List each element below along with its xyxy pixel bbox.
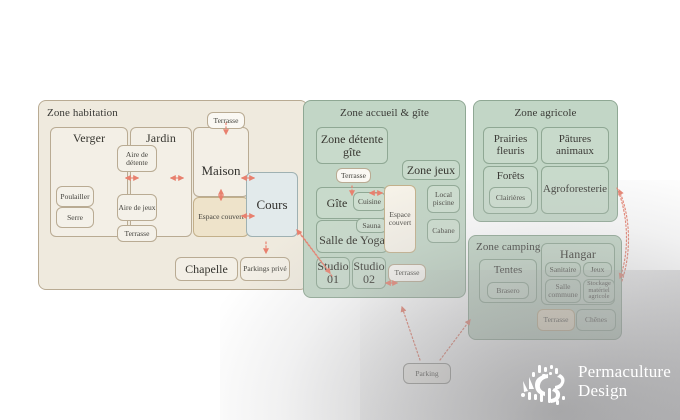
- brasero-box[interactable]: Brasero: [487, 282, 529, 299]
- cabane-label: Cabane: [432, 226, 455, 236]
- prairies-fleuris-box[interactable]: Prairies fleuris: [483, 127, 538, 164]
- cuisine-label: Cuisine: [358, 196, 381, 206]
- sauna-label: Sauna: [362, 220, 381, 230]
- hangar-jeux-box[interactable]: Jeux: [583, 262, 612, 277]
- parking-box[interactable]: Parking: [403, 363, 451, 384]
- studio-01-label: Studio 01: [317, 259, 349, 286]
- espace-couvert-accueil-box[interactable]: Espace couvert: [384, 185, 416, 253]
- cabane-box[interactable]: Cabane: [427, 219, 460, 243]
- clairieres-box[interactable]: Clairières: [489, 187, 532, 208]
- stockage-materiel-label: Stockage matériel agricole: [587, 279, 611, 301]
- verger-title: Verger: [72, 131, 106, 145]
- jardin-terrasse-box[interactable]: Terrasse: [117, 225, 157, 242]
- chenes-label: Chênes: [584, 315, 608, 325]
- patures-animaux-box[interactable]: Pâtures animaux: [541, 127, 609, 164]
- studio-01-box[interactable]: Studio 01: [316, 257, 350, 289]
- sauna-box[interactable]: Sauna: [356, 218, 387, 233]
- brand-line-2: Design: [578, 381, 628, 400]
- accueil-terrasse-bas-label: Terrasse: [394, 268, 420, 278]
- zone-habitation-title: Zone habitation: [47, 107, 118, 119]
- aire-de-jeux-label: Aire de jeux: [118, 202, 156, 212]
- brand-name: Permaculture Design: [578, 362, 671, 400]
- zone-jeux-box[interactable]: Zone jeux: [402, 160, 460, 180]
- prairies-fleuris-label: Prairies fleuris: [493, 132, 528, 157]
- maison-terrasse-label: Terrasse: [213, 115, 239, 125]
- aire-de-detente-box[interactable]: Aire de détente: [117, 145, 157, 172]
- poulailler-label: Poulailler: [60, 191, 90, 201]
- sanitaire-label: Sanitaire: [549, 264, 577, 274]
- zone-agricole-title: Zone agricole: [514, 107, 577, 119]
- salle-commune-box[interactable]: Salle commune: [545, 279, 581, 303]
- hangar-title: Hangar: [560, 247, 596, 261]
- camping-terrasse-box[interactable]: Terrasse: [537, 309, 575, 331]
- poulailler-box[interactable]: Poulailler: [56, 186, 94, 207]
- zone-detente-gite-label: Zone détente gîte: [320, 131, 384, 159]
- zone-jeux-label: Zone jeux: [406, 162, 456, 177]
- gite-label: Gîte: [326, 195, 348, 210]
- camping-terrasse-label: Terrasse: [543, 315, 569, 325]
- studio-02-label: Studio 02: [353, 259, 385, 286]
- espace-couvert-habitation-label: Espace couvert: [198, 212, 244, 222]
- tentes-label: Tentes: [493, 264, 523, 277]
- permaculture-design-logo: Permaculture Design: [518, 362, 671, 410]
- espace-couvert-habitation-box[interactable]: Espace couvert: [193, 197, 249, 237]
- maison-box[interactable]: Maison: [193, 127, 249, 197]
- chapelle-label: Chapelle: [185, 261, 228, 276]
- local-piscine-box[interactable]: Local piscine: [427, 185, 460, 213]
- brasero-label: Brasero: [496, 285, 520, 295]
- accueil-terrasse-bas-box[interactable]: Terrasse: [388, 264, 426, 282]
- chapelle-box[interactable]: Chapelle: [175, 257, 238, 281]
- clairieres-label: Clairières: [495, 192, 526, 202]
- permaculture-logo-mark: [521, 365, 565, 405]
- serre-label: Serre: [67, 212, 83, 222]
- zone-detente-gite-box[interactable]: Zone détente gîte: [316, 127, 388, 164]
- sanitaire-box[interactable]: Sanitaire: [545, 262, 581, 277]
- aire-de-jeux-box[interactable]: Aire de jeux: [117, 194, 157, 221]
- salle-de-yoga-label: Salle de Yoga: [319, 232, 385, 247]
- cours-label: Cours: [256, 196, 288, 212]
- jardin-title: Jardin: [146, 131, 176, 145]
- forets-label: Forêts: [496, 170, 525, 183]
- parking-label: Parking: [415, 368, 439, 378]
- maison-terrasse-box[interactable]: Terrasse: [207, 112, 245, 129]
- patures-animaux-label: Pâtures animaux: [556, 132, 594, 157]
- accueil-terrasse-haut-label: Terrasse: [341, 170, 366, 180]
- agroforesterie-box[interactable]: Agroforesterie: [541, 166, 609, 214]
- parkings-prive-box[interactable]: Parkings privé: [240, 257, 290, 281]
- stockage-materiel-box[interactable]: Stockage matériel agricole: [583, 279, 615, 303]
- parkings-prive-label: Parkings privé: [243, 264, 287, 274]
- agroforesterie-label: Agroforesterie: [542, 183, 608, 196]
- serre-box[interactable]: Serre: [56, 207, 94, 228]
- hangar-jeux-label: Jeux: [590, 264, 605, 274]
- aire-de-detente-label: Aire de détente: [125, 149, 149, 167]
- salle-commune-label: Salle commune: [548, 282, 578, 299]
- zone-accueil-title: Zone accueil & gîte: [340, 107, 429, 119]
- zone-camping-title: Zone camping: [476, 241, 541, 253]
- espace-couvert-accueil-label: Espace couvert: [388, 210, 412, 227]
- local-piscine-label: Local piscine: [432, 190, 455, 207]
- cours-box[interactable]: Cours: [246, 172, 298, 237]
- cuisine-box[interactable]: Cuisine: [353, 192, 386, 211]
- studio-02-box[interactable]: Studio 02: [352, 257, 386, 289]
- jardin-terrasse-label: Terrasse: [124, 228, 150, 238]
- brand-line-1: Permaculture: [578, 362, 672, 381]
- accueil-terrasse-haut-box[interactable]: Terrasse: [336, 168, 371, 183]
- maison-label: Maison: [201, 163, 241, 179]
- chenes-box[interactable]: Chênes: [576, 309, 616, 331]
